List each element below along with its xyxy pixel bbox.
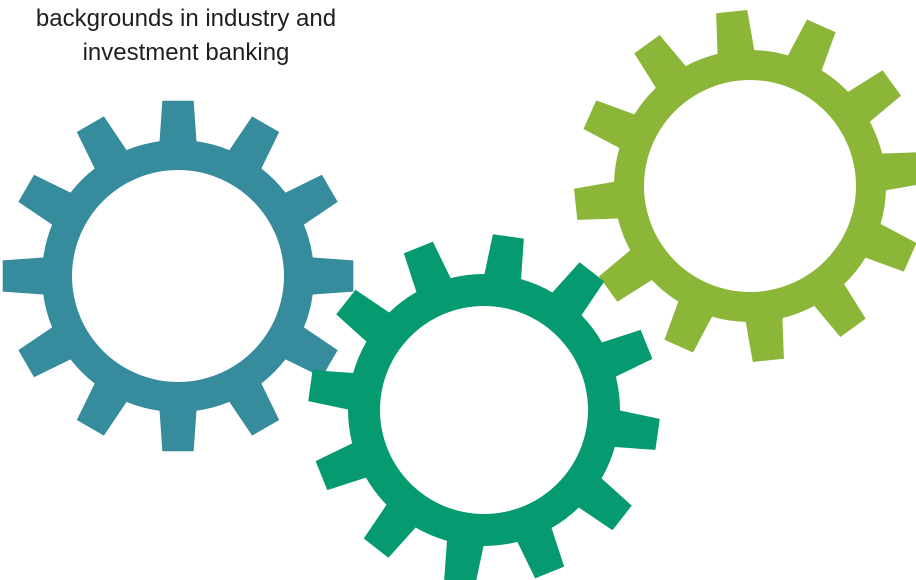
caption-text: backgrounds in industry and investment b… [0,2,372,70]
caption-line-1: backgrounds in industry and [35,5,337,32]
gear-green-icon [308,234,660,580]
gear-lime-icon [574,10,916,362]
caption-line-2: investment banking [82,39,290,66]
gear-teal-icon [2,100,354,452]
